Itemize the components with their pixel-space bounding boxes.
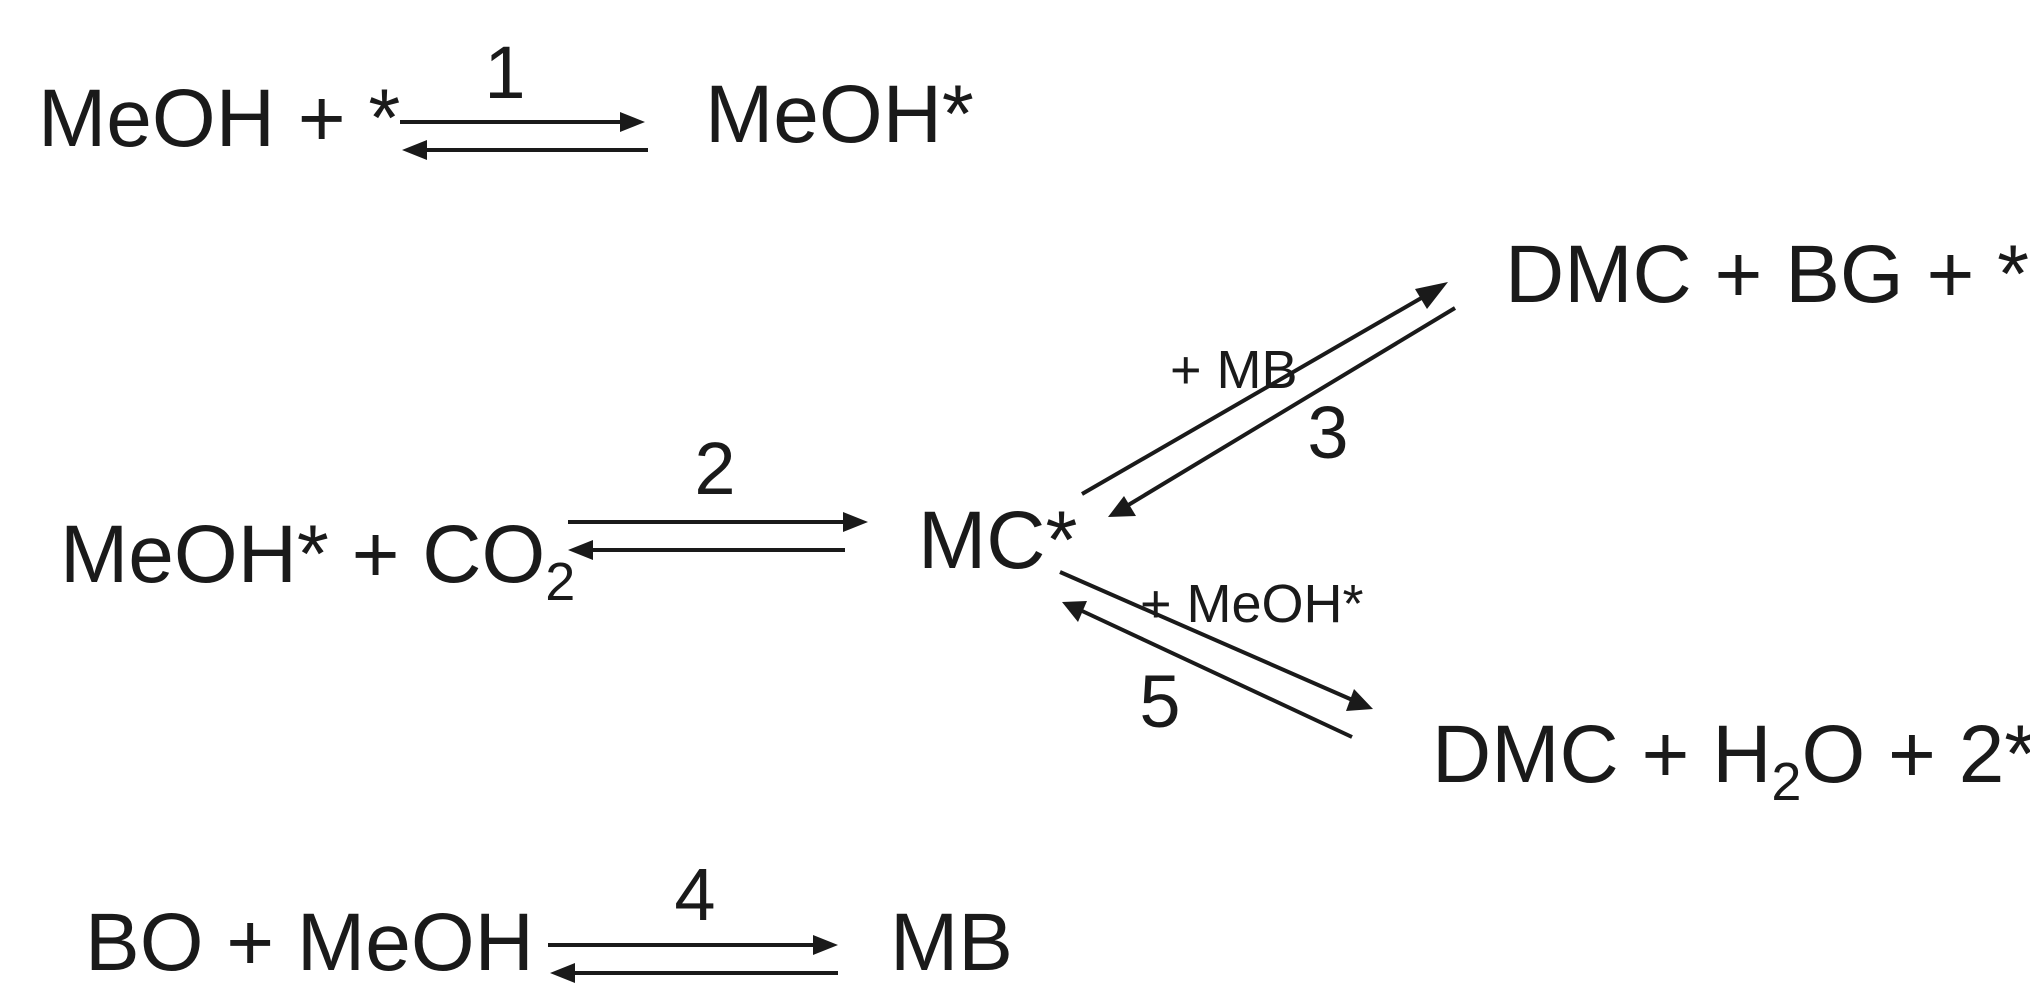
reverse-arrow-line	[1123, 306, 1457, 509]
reaction-3-condition: + MB	[1170, 340, 1298, 400]
reaction-5-step-label: 5	[1139, 660, 1180, 743]
reaction-2-reactant-main: MeOH* + CO	[60, 509, 545, 600]
reaction-2-step-label: 2	[694, 427, 735, 510]
reverse-arrowhead	[402, 140, 427, 160]
reaction-2-product: MC*	[918, 495, 1077, 586]
forward-arrowhead	[1415, 282, 1448, 309]
reaction-2-equilibrium-arrow	[568, 512, 868, 560]
reaction-4-product: MB	[890, 897, 1013, 988]
forward-arrowhead	[813, 935, 838, 955]
reverse-arrowhead	[1062, 601, 1087, 622]
reaction-5-product-part-a: DMC + H	[1432, 709, 1771, 800]
reaction-1: MeOH + * 1 MeOH*	[38, 31, 974, 164]
forward-arrow-line	[1059, 570, 1358, 704]
reaction-3-product: DMC + BG + *	[1505, 229, 2029, 320]
reaction-4-reactant: BO + MeOH	[85, 897, 534, 988]
reaction-2: MeOH* + CO2 2 MC*	[60, 427, 1077, 612]
reverse-arrowhead	[550, 963, 575, 983]
reaction-1-reactant: MeOH + *	[38, 73, 400, 164]
reaction-3-step-label: 3	[1307, 391, 1348, 474]
reaction-5-product-subscript: 2	[1771, 752, 1801, 812]
reaction-4-equilibrium-arrow	[548, 935, 838, 983]
reaction-4-step-label: 4	[674, 853, 715, 936]
forward-arrowhead	[1346, 689, 1373, 711]
reaction-5-product-part-b: O + 2*	[1801, 709, 2030, 800]
forward-arrowhead	[620, 112, 645, 132]
reaction-1-step-label: 1	[484, 31, 525, 114]
reaction-5-product: DMC + H2O + 2*	[1432, 709, 2030, 812]
reaction-5-equilibrium-arrow	[1059, 570, 1373, 739]
reverse-arrowhead	[1108, 496, 1136, 517]
reaction-1-product: MeOH*	[705, 69, 974, 160]
reaction-4: BO + MeOH 4 MB	[85, 853, 1013, 988]
forward-arrow-line	[1080, 291, 1432, 496]
reverse-arrow-line	[1079, 608, 1353, 739]
forward-arrowhead	[843, 512, 868, 532]
reaction-3-equilibrium-arrow	[1080, 282, 1457, 517]
reaction-2-reactant: MeOH* + CO2	[60, 509, 575, 612]
reaction-3: + MB 3 DMC + BG + *	[1080, 229, 2029, 517]
reaction-1-equilibrium-arrow	[400, 112, 648, 160]
reaction-5: + MeOH* 5 DMC + H2O + 2*	[1059, 570, 2030, 812]
reaction-5-condition: + MeOH*	[1140, 574, 1364, 634]
reaction-2-reactant-subscript: 2	[545, 552, 575, 612]
reverse-arrowhead	[568, 540, 593, 560]
